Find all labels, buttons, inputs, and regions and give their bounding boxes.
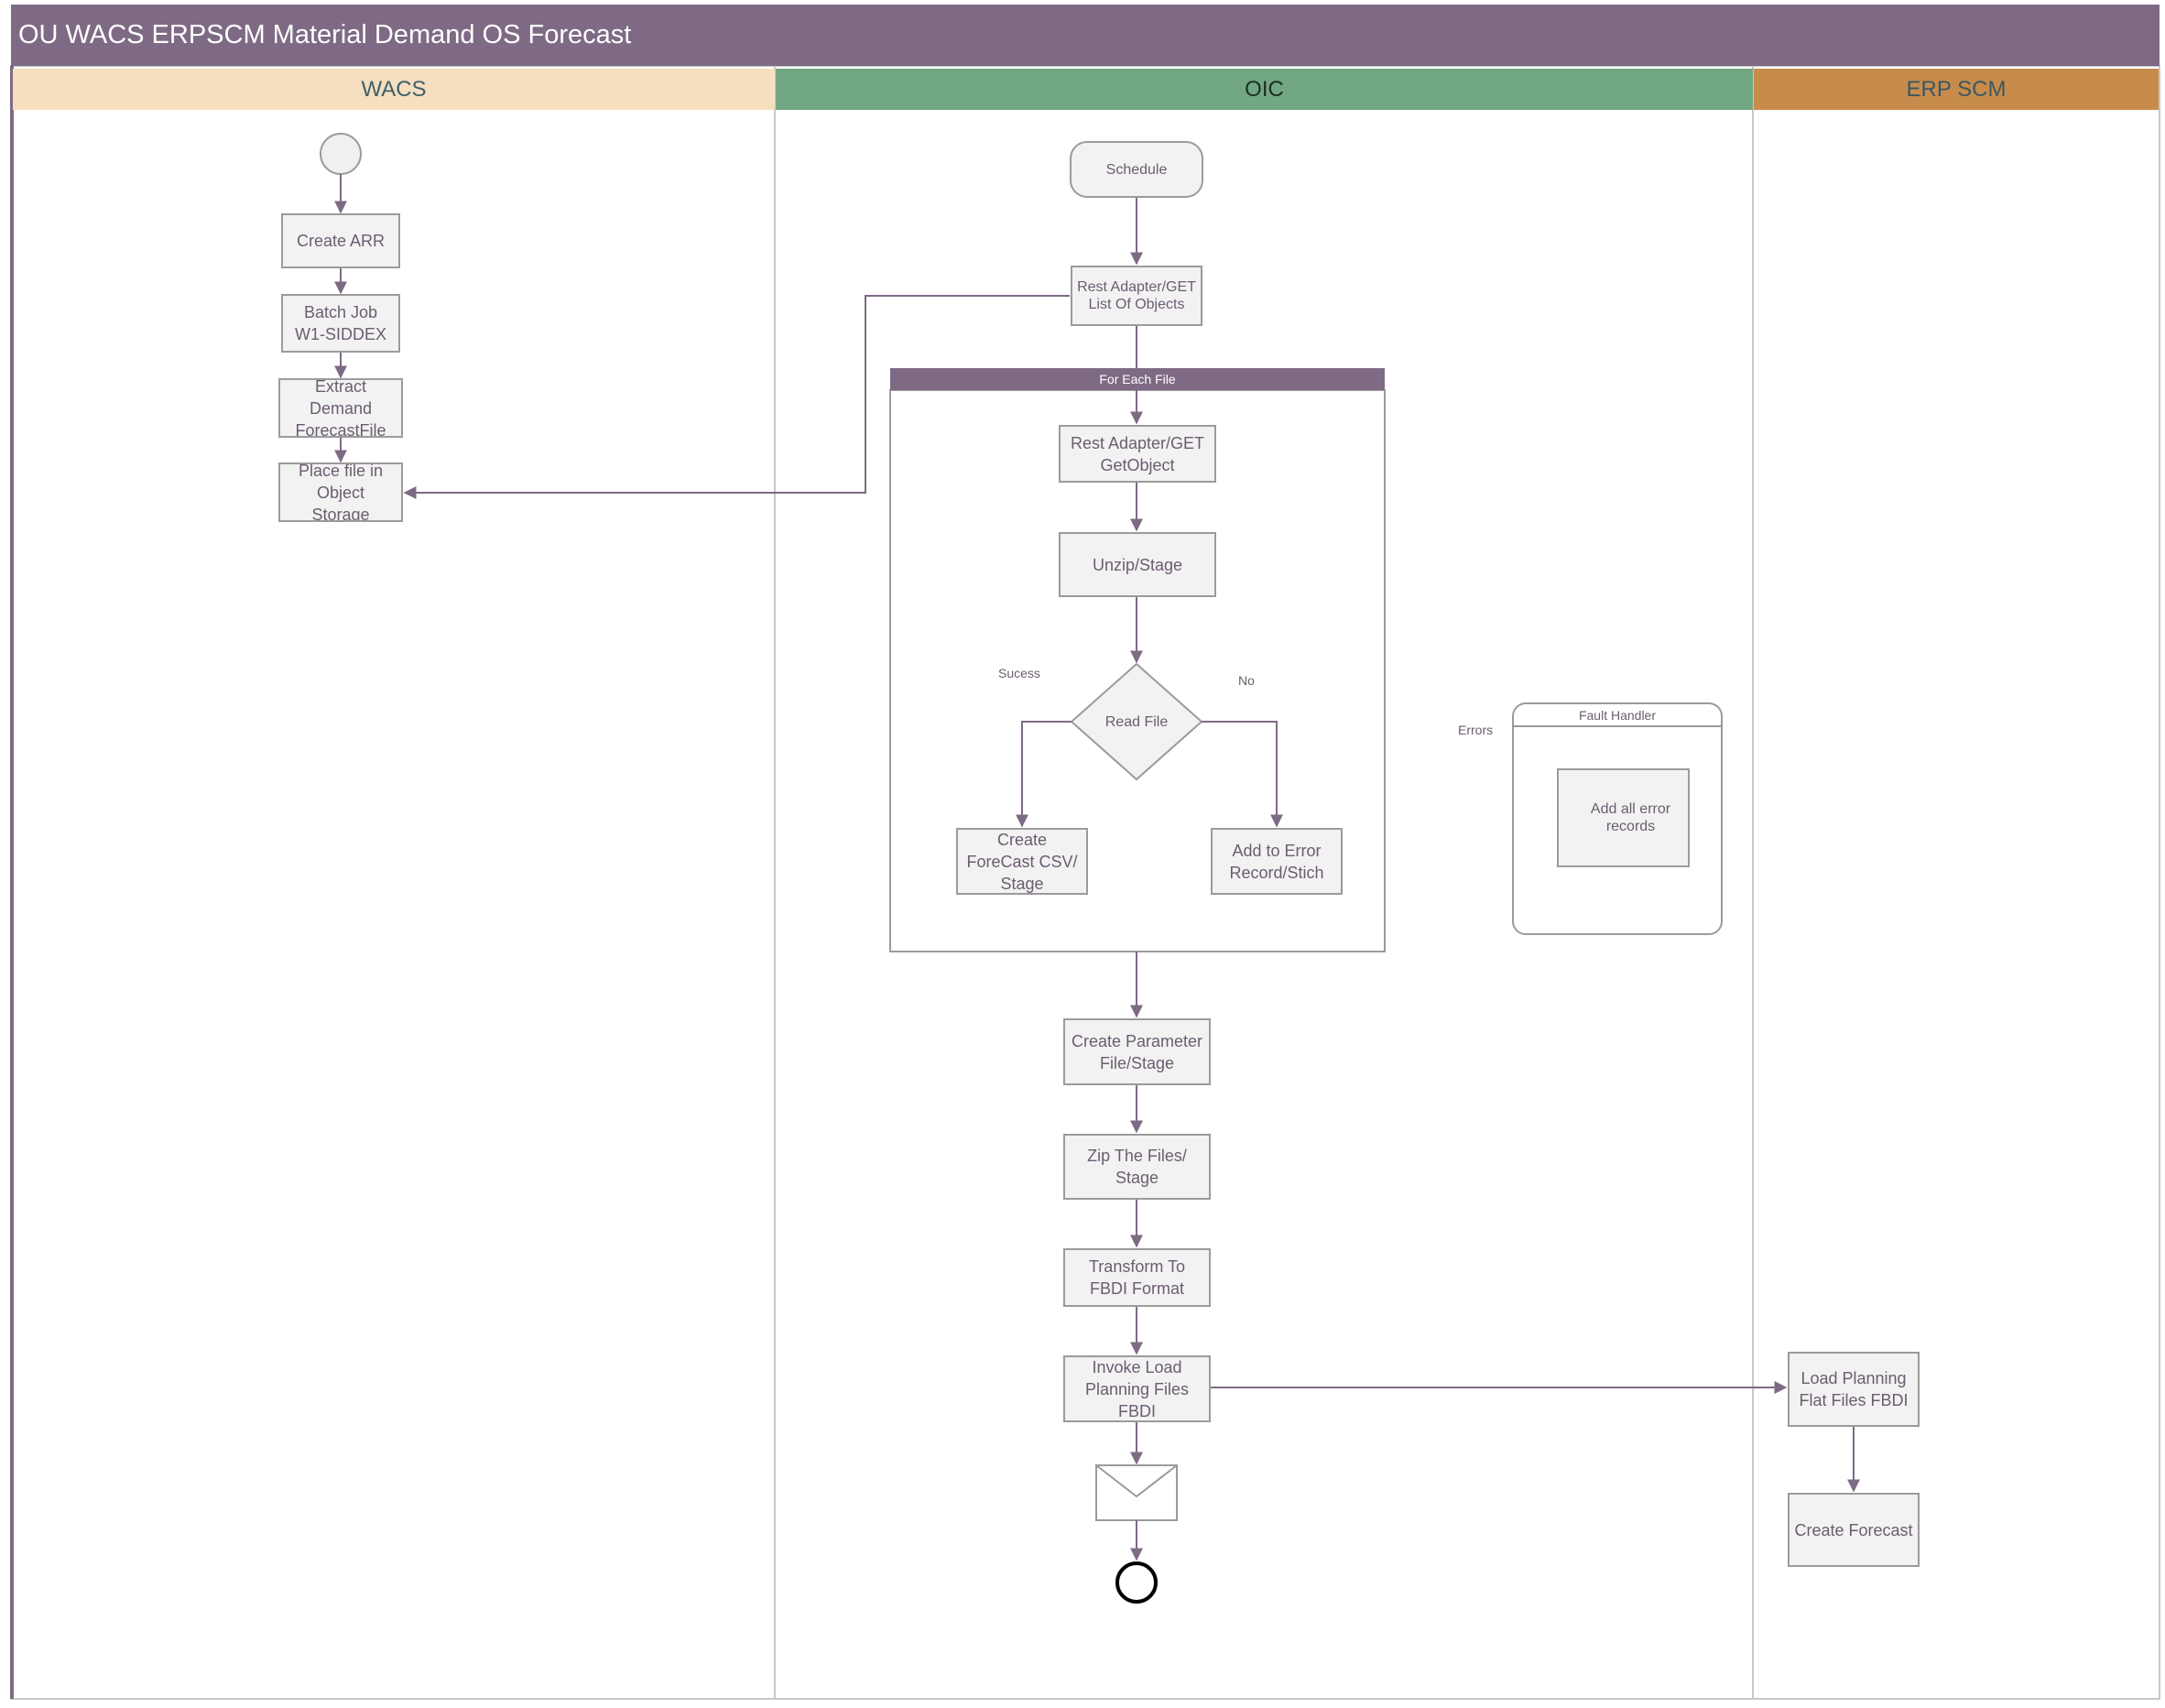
unzip-stage-node: Unzip/Stage [1059, 532, 1216, 597]
for-each-file-label: For Each File [890, 368, 1385, 390]
success-branch-label: Sucess [998, 666, 1040, 680]
rest-adapter-getobject-node: Rest Adapter/GET GetObject [1059, 425, 1216, 483]
place-file-node: Place file in Object Storage [278, 462, 403, 522]
lane-header-oic: OIC [776, 69, 1753, 110]
lane-header-erp-scm: ERP SCM [1754, 69, 2159, 110]
start-event [320, 133, 362, 175]
schedule-node: Schedule [1105, 161, 1168, 178]
transform-fbdi-node: Transform To FBDI Format [1063, 1248, 1211, 1307]
invoke-load-planning-node: Invoke Load Planning Files FBDI [1063, 1355, 1211, 1422]
diagram-title-bar [11, 5, 2160, 66]
diagram-title: OU WACS ERPSCM Material Demand OS Foreca… [18, 20, 632, 49]
extract-demand-node: Extract Demand ForecastFile [278, 378, 403, 438]
read-file-decision [1070, 662, 1203, 781]
connector-rest-list-to-place-file [403, 295, 1070, 499]
message-envelope-icon [1095, 1464, 1178, 1521]
lane-header-wacs: WACS [13, 69, 775, 110]
rest-adapter-list-node: Rest Adapter/GET List Of Objects [1071, 266, 1202, 326]
connector-decision-no [1202, 721, 1283, 828]
fault-handler-title: Fault Handler [1578, 708, 1657, 723]
create-forecast-csv-node: Create ForeCast CSV/ Stage [956, 828, 1088, 895]
no-branch-label: No [1238, 673, 1255, 688]
schedule-node-shape [1070, 141, 1203, 198]
connector-decision-success [1016, 721, 1072, 828]
zip-files-node: Zip The Files/ Stage [1063, 1134, 1211, 1200]
create-parameter-file-node: Create Parameter File/Stage [1063, 1018, 1211, 1085]
load-planning-flat-files-node: Load Planning Flat Files FBDI [1788, 1352, 1920, 1427]
add-to-error-node: Add to Error Record/Stich [1211, 828, 1343, 895]
create-forecast-node: Create Forecast [1788, 1493, 1920, 1567]
end-event [1115, 1561, 1158, 1604]
batch-job-node: Batch Job W1-SIDDEX [281, 294, 400, 353]
errors-label: Errors [1458, 723, 1494, 737]
create-arr-node: Create ARR [281, 213, 400, 268]
read-file-label: Read File [1104, 713, 1169, 730]
add-all-error-records-node: Add all error records [1557, 768, 1690, 867]
